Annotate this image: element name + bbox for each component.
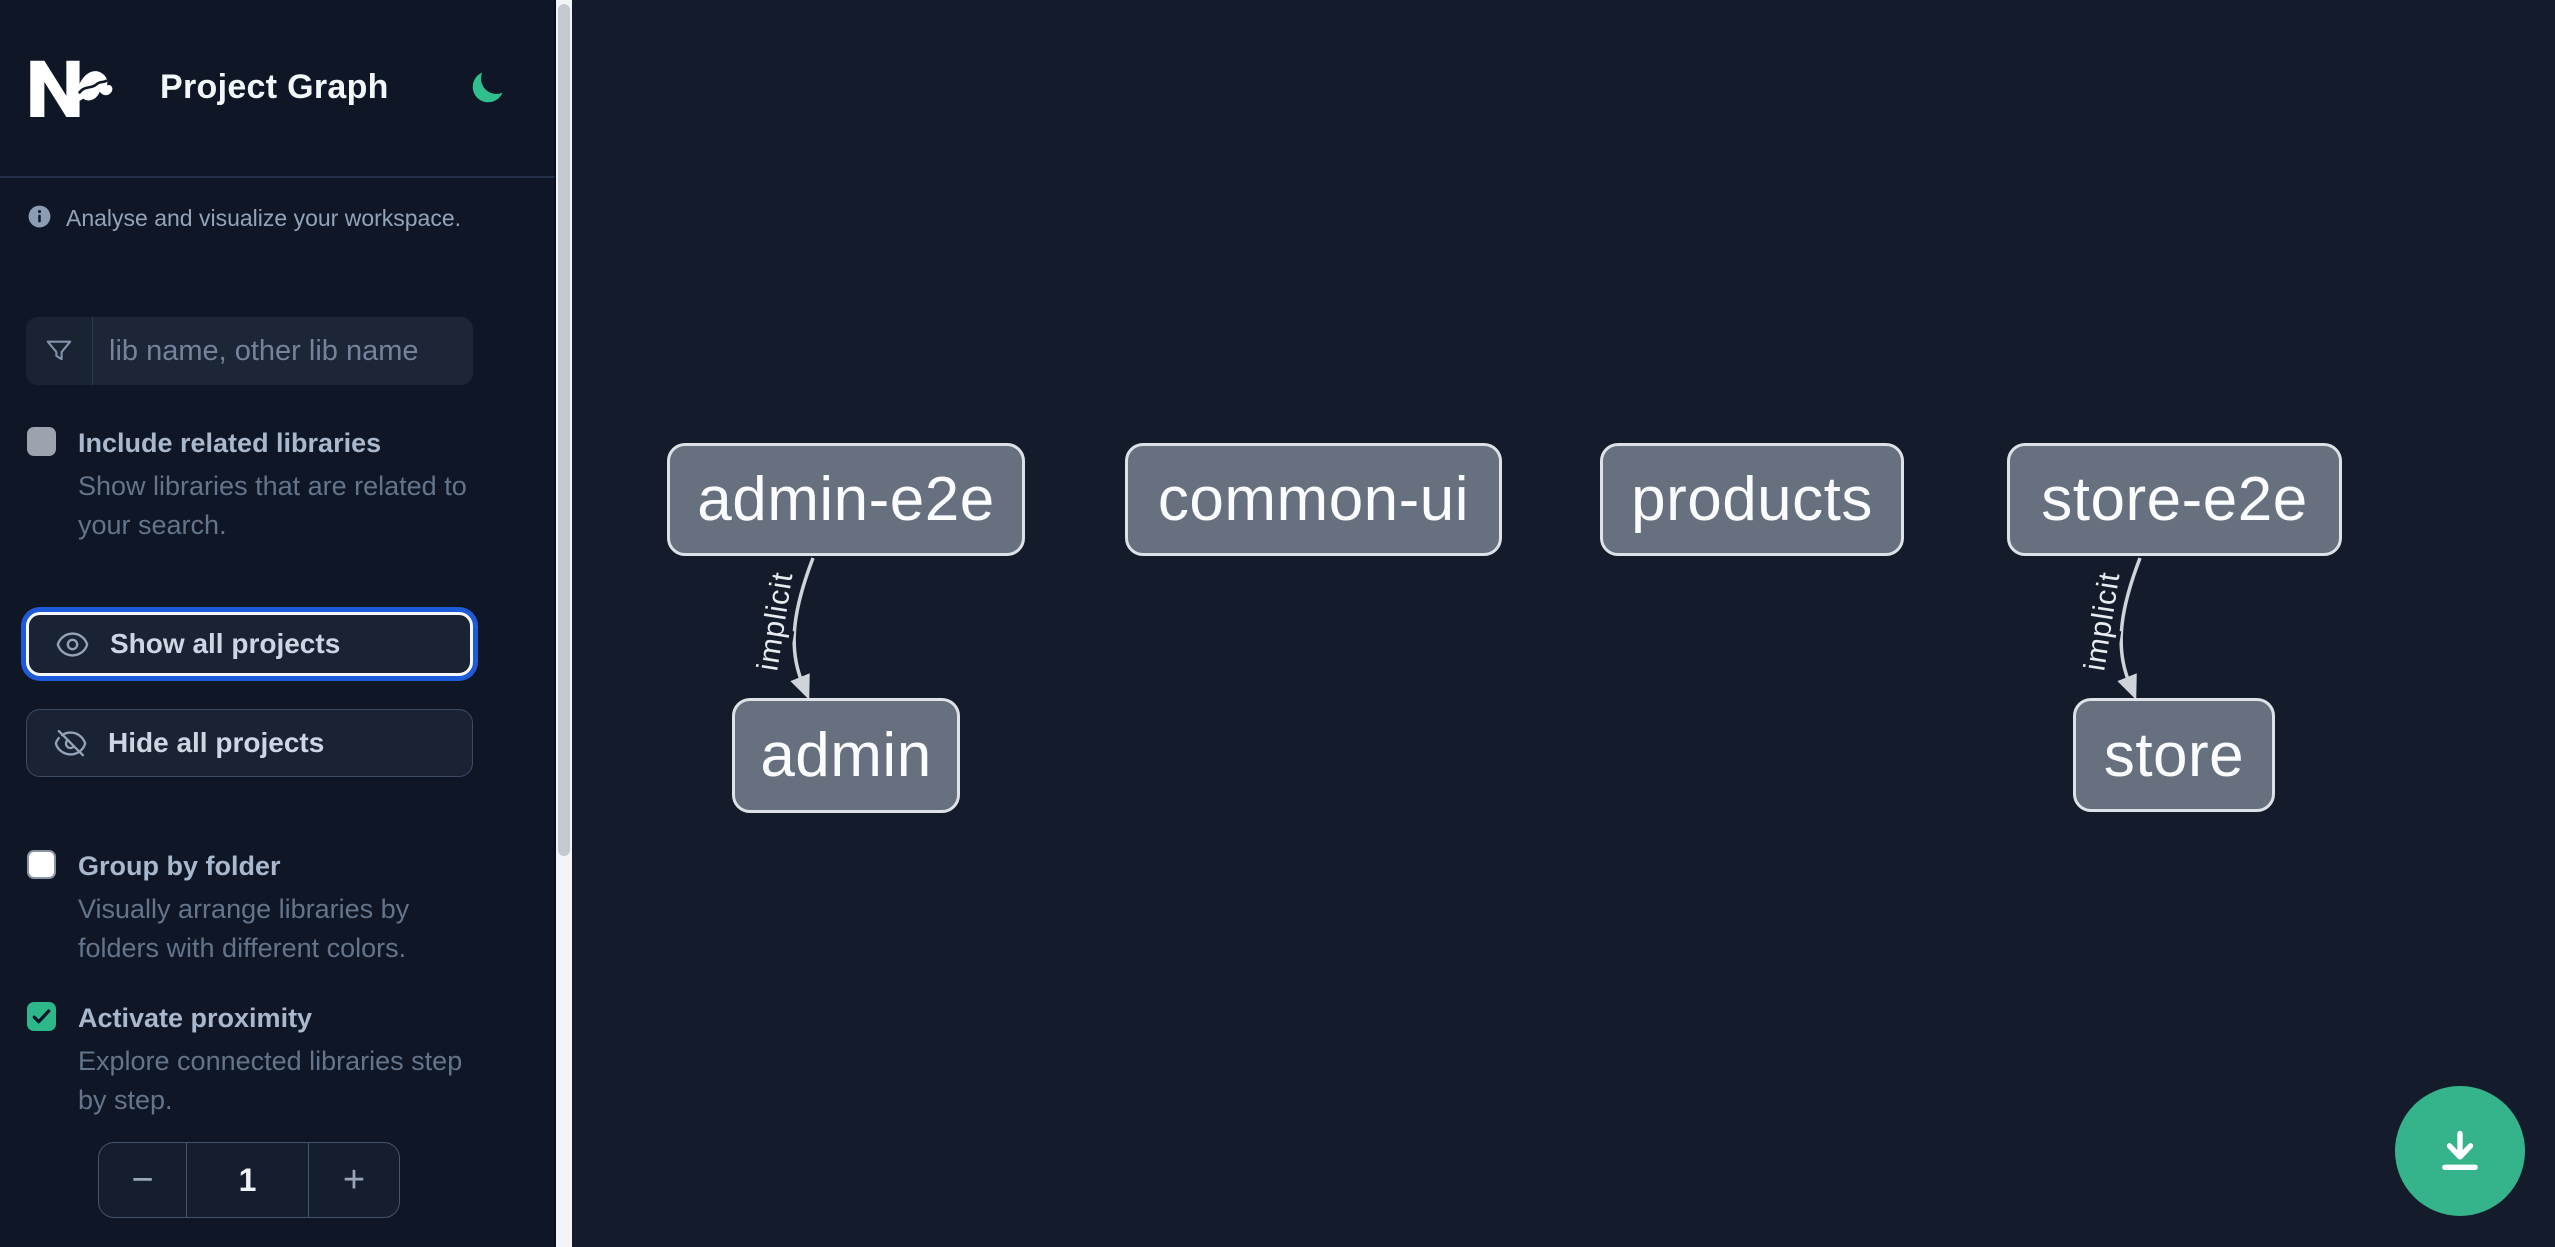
- activate-proximity-description: Explore connected libraries step by step…: [78, 1046, 463, 1115]
- download-graph-button[interactable]: [2395, 1086, 2525, 1216]
- group-by-folder-label: Group by folder: [78, 851, 281, 881]
- edge-admin-e2e-to-admin[interactable]: [790, 557, 815, 700]
- graph-node-store[interactable]: store: [2073, 698, 2275, 812]
- search-input[interactable]: [93, 317, 473, 385]
- graph-node-admin-e2e[interactable]: admin-e2e: [667, 443, 1025, 556]
- scrollbar-thumb[interactable]: [558, 4, 570, 856]
- group-by-folder-checkbox[interactable]: [27, 850, 56, 879]
- show-all-projects-button[interactable]: Show all projects: [26, 612, 473, 676]
- page-title: Project Graph: [160, 68, 389, 106]
- include-related-label: Include related libraries: [78, 428, 382, 458]
- workspace-tagline: Analyse and visualize your workspace.: [66, 205, 462, 231]
- graph-node-store-e2e[interactable]: store-e2e: [2007, 443, 2342, 556]
- proximity-depth-stepper: − 1 +: [98, 1142, 400, 1218]
- edge-store-e2e-to-store[interactable]: [2117, 557, 2142, 700]
- decrement-button[interactable]: −: [99, 1143, 186, 1217]
- nx-logo: [30, 60, 113, 118]
- activate-proximity-label: Activate proximity: [78, 1003, 313, 1033]
- edge-label-implicit: implicit: [751, 569, 799, 673]
- activate-proximity-checkbox[interactable]: [27, 1002, 56, 1031]
- project-filter: [26, 317, 473, 385]
- theme-toggle-moon-icon[interactable]: [468, 69, 506, 107]
- sidebar: Project Graph Analyse and visualize your…: [0, 0, 556, 1247]
- show-all-projects-label: Show all projects: [110, 628, 341, 659]
- funnel-filter-icon: [26, 317, 93, 385]
- eye-icon: [56, 631, 89, 657]
- panel-resizer[interactable]: [556, 0, 572, 1247]
- include-related-checkbox[interactable]: [27, 427, 56, 456]
- graph-node-products[interactable]: products: [1600, 443, 1904, 556]
- header-divider: [0, 176, 556, 178]
- hide-all-projects-button[interactable]: Hide all projects: [26, 709, 473, 777]
- hide-all-projects-label: Hide all projects: [108, 727, 325, 758]
- download-icon: [2442, 1130, 2478, 1171]
- edge-label-implicit: implicit: [2078, 569, 2126, 673]
- graph-canvas[interactable]: implicit implicit admin-e2e common-ui pr…: [572, 0, 2555, 1247]
- edges-layer: implicit implicit: [747, 557, 2142, 700]
- depth-value: 1: [186, 1143, 309, 1217]
- include-related-description: Show libraries that are related to your …: [78, 471, 467, 540]
- info-icon: [28, 205, 51, 228]
- group-by-folder-description: Visually arrange libraries by folders wi…: [78, 894, 410, 963]
- graph-node-admin[interactable]: admin: [732, 698, 960, 813]
- checkmark-icon: [32, 1009, 51, 1024]
- increment-button[interactable]: +: [309, 1143, 399, 1217]
- graph-node-common-ui[interactable]: common-ui: [1125, 443, 1502, 556]
- eye-slash-icon: [54, 729, 87, 756]
